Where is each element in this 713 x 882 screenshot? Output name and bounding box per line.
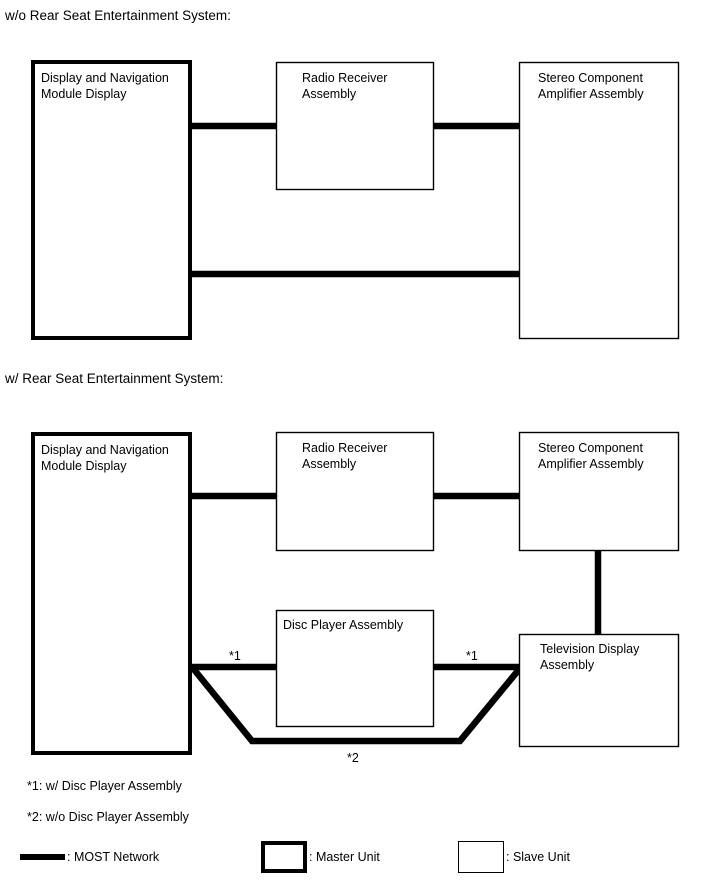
legend-label-master-unit: : Master Unit xyxy=(309,850,380,864)
section-heading-with-rse: w/ Rear Seat Entertainment System: xyxy=(5,371,224,386)
node-label-line1: Display and Navigation xyxy=(41,71,169,85)
node-box xyxy=(31,432,192,755)
legend-label-slave-unit: : Slave Unit xyxy=(506,850,570,864)
node-label-line1: Television Display xyxy=(540,642,640,656)
section-heading-without-rse: w/o Rear Seat Entertainment System: xyxy=(5,8,231,23)
legend: : MOST Network : Master Unit : Slave Uni… xyxy=(0,840,713,880)
node-box xyxy=(518,633,680,748)
ref-mark-right-star1: *1 xyxy=(466,649,478,663)
diagram-without-rear-seat-entertainment: Display and Navigation Module Display Ra… xyxy=(31,60,680,340)
node-display-and-navigation-module-display: Display and Navigation Module Display xyxy=(31,432,192,755)
legend-label-most-network: : MOST Network xyxy=(67,850,160,864)
node-stereo-component-amplifier-assembly: Stereo Component Amplifier Assembly xyxy=(518,61,680,340)
legend-item-slave-unit: : Slave Unit xyxy=(458,840,570,874)
ref-mark-bottom-star2: *2 xyxy=(347,751,359,765)
node-label-line1: Radio Receiver xyxy=(302,71,387,85)
most-network-line-icon xyxy=(20,854,65,860)
node-box xyxy=(518,431,680,552)
node-label-line2: Module Display xyxy=(41,459,127,473)
node-label-line2: Assembly xyxy=(302,457,357,471)
node-box xyxy=(31,60,192,340)
node-label-line1: Stereo Component xyxy=(538,441,643,455)
node-display-and-navigation-module-display: Display and Navigation Module Display xyxy=(31,60,192,340)
node-radio-receiver-assembly: Radio Receiver Assembly xyxy=(275,431,435,552)
node-television-display-assembly: Television Display Assembly xyxy=(518,633,680,748)
most-link-bypass-without-disc-player xyxy=(189,664,524,745)
node-stereo-component-amplifier-assembly: Stereo Component Amplifier Assembly xyxy=(518,431,680,552)
master-unit-box-icon xyxy=(261,841,307,873)
node-disc-player-assembly: Disc Player Assembly xyxy=(275,609,435,728)
legend-item-master-unit: : Master Unit xyxy=(261,840,380,874)
node-box xyxy=(275,431,435,552)
diagram-with-rear-seat-entertainment: Display and Navigation Module Display Ra… xyxy=(31,431,680,765)
node-label-line2: Assembly xyxy=(302,87,357,101)
node-label-line1: Stereo Component xyxy=(538,71,643,85)
ref-mark-left-star1: *1 xyxy=(229,649,241,663)
node-label-line1: Display and Navigation xyxy=(41,443,169,457)
footnote-star2: *2: w/o Disc Player Assembly xyxy=(27,810,189,824)
footnote-star1: *1: w/ Disc Player Assembly xyxy=(27,779,182,793)
node-box xyxy=(518,61,680,340)
node-radio-receiver-assembly: Radio Receiver Assembly xyxy=(275,61,435,191)
node-label-line1: Disc Player Assembly xyxy=(283,618,404,632)
node-label-line2: Amplifier Assembly xyxy=(538,457,644,471)
slave-unit-box-icon xyxy=(458,841,504,873)
legend-item-most-network: : MOST Network xyxy=(20,840,159,874)
node-box xyxy=(275,609,435,728)
node-label-line2: Assembly xyxy=(540,658,595,672)
node-box xyxy=(275,61,435,191)
node-label-line2: Module Display xyxy=(41,87,127,101)
node-label-line2: Amplifier Assembly xyxy=(538,87,644,101)
node-label-line1: Radio Receiver xyxy=(302,441,387,455)
